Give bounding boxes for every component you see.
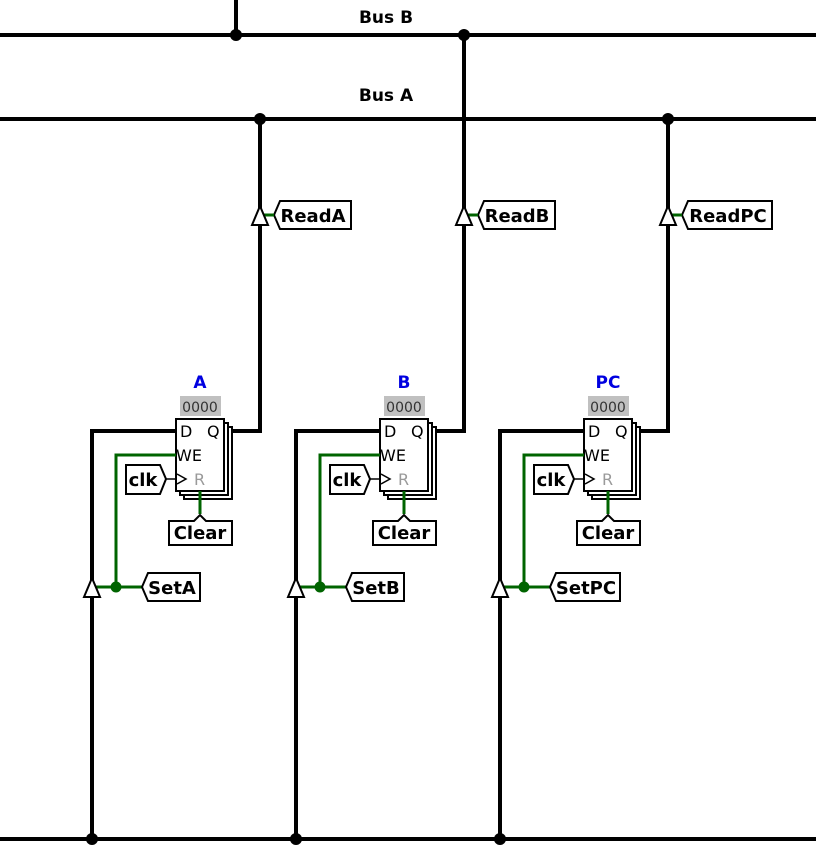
clear-label: Clear: [378, 523, 431, 544]
clock-triangle-icon: [584, 473, 596, 485]
write-enable-wire[interactable]: [522, 453, 584, 587]
register-pc-section: D Q WE R 0000 PC clk Clear SetPC ReadPC: [490, 117, 773, 845]
data-in-junction: [86, 833, 98, 845]
bus-a[interactable]: Bus A: [0, 86, 816, 125]
clk-tunnel[interactable]: [533, 464, 576, 495]
register-value-bg: [384, 396, 425, 416]
register-value-bg: [180, 396, 221, 416]
control-junction: [518, 581, 530, 593]
set-a-label: SetA: [148, 578, 196, 599]
pin-d-label: D: [180, 422, 192, 441]
set-pc-label: SetPC: [556, 578, 616, 599]
set-pc-tunnel[interactable]: [548, 572, 621, 602]
register-a-section: D Q WE R 0000 A clk Clear SetA ReadA: [82, 117, 352, 845]
clk-tunnel[interactable]: [329, 464, 372, 495]
bus-a-label: Bus A: [359, 86, 414, 106]
tristate-buffer-icon: [82, 575, 102, 598]
pin-we-label: WE: [380, 446, 406, 465]
read-pc-tunnel[interactable]: [680, 200, 773, 230]
register-b-value: 0000: [386, 400, 422, 416]
write-enable-wire[interactable]: [114, 453, 176, 587]
set-b-tunnel[interactable]: [344, 572, 405, 602]
clock-triangle-icon: [380, 473, 392, 485]
pin-q-label: Q: [411, 422, 424, 441]
register-b-name: B: [398, 373, 411, 393]
register-pc-value: 0000: [590, 400, 626, 416]
read-a-label: ReadA: [280, 206, 345, 227]
bus-b[interactable]: Bus B: [0, 0, 816, 41]
clk-label: clk: [129, 470, 159, 491]
tristate-buffer-icon: [658, 203, 678, 226]
control-junction: [110, 581, 122, 593]
pin-r-label: R: [398, 470, 409, 489]
clear-label: Clear: [174, 523, 227, 544]
set-a-tunnel[interactable]: [140, 572, 201, 602]
data-in-junction: [290, 833, 302, 845]
pin-r-label: R: [194, 470, 205, 489]
bus-b-junction: [230, 29, 242, 41]
pin-we-label: WE: [176, 446, 202, 465]
pin-d-label: D: [588, 422, 600, 441]
clk-tunnel[interactable]: [125, 464, 168, 495]
pin-r-label: R: [602, 470, 613, 489]
tristate-buffer-icon: [454, 203, 474, 226]
clear-tunnel[interactable]: [168, 513, 233, 546]
register-a-name: A: [193, 373, 207, 393]
control-junction: [314, 581, 326, 593]
pin-q-label: Q: [615, 422, 628, 441]
register-value-bg: [588, 396, 629, 416]
tristate-buffer-icon: [286, 575, 306, 598]
register-pc-name: PC: [596, 373, 621, 393]
write-enable-wire[interactable]: [318, 453, 380, 587]
register-pc-body[interactable]: [583, 418, 633, 492]
register-a-value: 0000: [182, 400, 218, 416]
clear-tunnel[interactable]: [372, 513, 437, 546]
set-b-label: SetB: [352, 578, 400, 599]
clk-label: clk: [537, 470, 567, 491]
clk-label: clk: [333, 470, 363, 491]
pin-we-label: WE: [584, 446, 610, 465]
read-b-tunnel[interactable]: [476, 200, 556, 230]
clock-triangle-icon: [176, 473, 188, 485]
clear-tunnel[interactable]: [576, 513, 641, 546]
data-in-junction: [494, 833, 506, 845]
tristate-buffer-icon: [490, 575, 510, 598]
pin-q-label: Q: [207, 422, 220, 441]
clear-label: Clear: [582, 523, 635, 544]
read-a-tunnel[interactable]: [272, 200, 352, 230]
register-b-section: D Q WE R 0000 B clk Clear SetB ReadB: [286, 33, 556, 845]
bus-b-label: Bus B: [359, 8, 413, 28]
read-pc-label: ReadPC: [689, 206, 767, 227]
tristate-buffer-icon: [250, 203, 270, 226]
pin-d-label: D: [384, 422, 396, 441]
read-b-label: ReadB: [485, 206, 550, 227]
